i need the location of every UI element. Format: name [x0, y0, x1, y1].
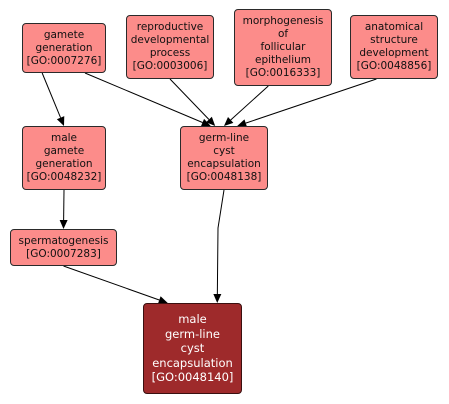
node-line: cyst	[213, 145, 235, 157]
node-line: male	[50, 132, 78, 144]
node-reproductive-developmental-process[interactable]: reproductive developmental process [GO:0…	[126, 15, 214, 79]
node-line: generation	[35, 158, 93, 170]
node-go-id: [GO:0003006]	[132, 60, 208, 72]
edge-spermatogenesis-to-male_germline_cyst_encapsulation	[63, 265, 160, 301]
node-line: of	[277, 28, 289, 40]
arrowhead	[224, 116, 234, 126]
node-go-id: [GO:0016333]	[245, 67, 321, 79]
node-anatomical-structure-development[interactable]: anatomical structure development [GO:004…	[350, 15, 438, 79]
arrowhead	[59, 219, 68, 229]
edge-anatomical_structure_development-to-germline_cyst_encapsulation	[245, 78, 377, 124]
node-line: developmental	[130, 34, 210, 46]
node-line: male	[178, 312, 207, 327]
node-go-id: [GO:0048856]	[356, 60, 432, 72]
arrowhead	[213, 293, 222, 303]
arrowhead	[237, 119, 248, 127]
node-line: encapsulation	[187, 158, 261, 170]
edge-gamete_generation-to-male_gamete_generation	[41, 72, 62, 118]
node-line: gamete	[43, 28, 85, 41]
node-go-id: [GO:0007283]	[26, 247, 101, 260]
node-line: reproductive	[136, 21, 204, 33]
node-go-id: [GO:0048140]	[151, 370, 234, 385]
arrowhead	[206, 116, 216, 126]
node-line: generation	[35, 41, 93, 54]
node-line: follicular	[260, 41, 306, 53]
node-line: spermatogenesis	[18, 234, 109, 247]
node-morphogenesis-of-follicular-epithelium[interactable]: morphogenesis of follicular epithelium […	[234, 9, 332, 86]
node-male-germ-line-cyst-encapsulation[interactable]: male germ-line cyst encapsulation [GO:00…	[143, 303, 242, 394]
edge-gamete_generation-to-germline_cyst_encapsulation	[84, 72, 203, 123]
node-line: epithelium	[255, 54, 311, 66]
node-line: anatomical	[364, 21, 424, 33]
node-line: cyst	[180, 341, 205, 356]
node-line: germ-line	[198, 132, 250, 144]
edge-reproductive_developmental_process-to-germline_cyst_encapsulation	[169, 78, 210, 120]
arrowhead	[56, 116, 65, 126]
edge-germline_cyst_encapsulation-to-male_germline_cyst_encapsulation	[216, 189, 225, 295]
arrowhead	[200, 118, 211, 127]
node-go-id: [GO:0007276]	[26, 54, 102, 67]
node-male-gamete-generation[interactable]: male gamete generation [GO:0048232]	[22, 126, 106, 190]
node-gamete-generation[interactable]: gamete generation [GO:0007276]	[22, 23, 106, 73]
node-germ-line-cyst-encapsulation[interactable]: germ-line cyst encapsulation [GO:0048138…	[180, 126, 268, 190]
node-line: morphogenesis	[242, 15, 324, 27]
node-line: germ-line	[164, 326, 220, 341]
arrowhead	[157, 296, 168, 304]
node-line: process	[149, 47, 191, 59]
node-spermatogenesis[interactable]: spermatogenesis [GO:0007283]	[10, 229, 117, 266]
node-line: gamete	[43, 145, 85, 157]
edge-morphogenesis_follicular_epithelium-to-germline_cyst_encapsulation	[230, 85, 269, 121]
node-line: encapsulation	[152, 355, 233, 370]
node-line: development	[359, 47, 429, 59]
node-line: structure	[370, 34, 418, 46]
node-go-id: [GO:0048138]	[186, 171, 262, 183]
node-go-id: [GO:0048232]	[26, 171, 102, 183]
